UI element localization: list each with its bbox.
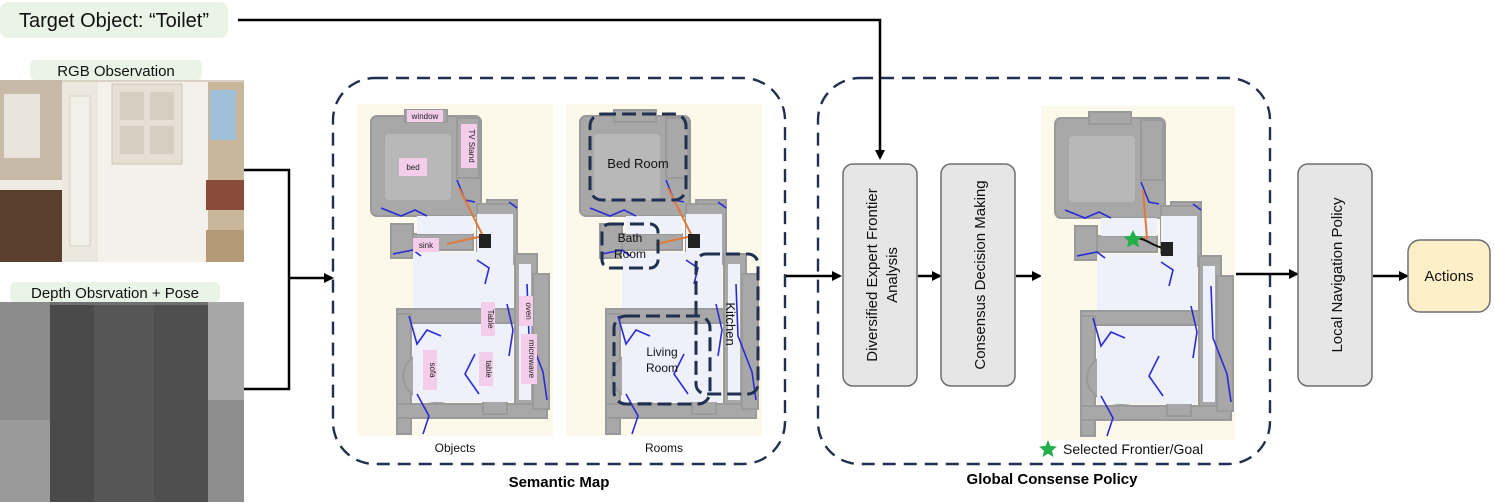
local-navigation-policy-label: Local Navigation Policy	[1329, 197, 1346, 353]
object-label-window: window	[411, 112, 439, 121]
global-policy-title: Global Consense Policy	[967, 471, 1139, 488]
room-label-bath: Bath	[618, 231, 643, 245]
rooms-caption: Rooms	[645, 441, 683, 455]
rgb-observation-image	[0, 80, 244, 262]
depth-observation-label: Depth Obsrvation + Pose	[31, 285, 199, 302]
frontier-analysis-line1: Diversified Expert Frontier	[864, 188, 881, 361]
rooms-map: Bed Room Bath Room Kitchen Living Room	[566, 104, 762, 436]
object-label-bed: bed	[406, 163, 419, 172]
target-object-label: Target Object: “Toilet”	[19, 10, 209, 32]
room-label-bedroom: Bed Room	[607, 156, 668, 171]
input-connector	[244, 168, 334, 391]
rgb-observation-label: RGB Observation	[57, 63, 175, 80]
actions-box	[1407, 239, 1491, 313]
consensus-label: Consensus Decision Making	[972, 180, 989, 369]
local-navigation-policy-box	[1297, 163, 1373, 387]
room-label-living-room: Room	[646, 361, 678, 375]
object-label-sink: sink	[419, 241, 434, 250]
global-policy-container	[816, 76, 1272, 466]
object-label-oven: oven	[524, 302, 533, 319]
object-label-table: Table	[486, 309, 495, 329]
room-outline-livingroom	[612, 314, 712, 406]
actions-label: Actions	[1424, 268, 1473, 285]
depth-label-bg	[10, 282, 220, 302]
room-outline-kitchen	[694, 252, 760, 396]
room-outline-bathroom	[600, 222, 660, 270]
depth-observation-image	[0, 302, 244, 502]
room-label-kitchen: Kitchen	[723, 302, 738, 345]
object-label-table-2: table	[484, 360, 493, 378]
room-label-bath-room: Room	[614, 247, 646, 261]
room-label-living: Living	[646, 345, 677, 359]
consensus-box	[940, 163, 1016, 387]
semantic-map-container	[331, 76, 787, 466]
objects-map: window TV Stand bed sink Table oven micr…	[357, 104, 553, 436]
objects-caption: Objects	[435, 441, 476, 455]
frontier-analysis-box	[842, 163, 918, 387]
policy-map	[1041, 106, 1235, 440]
target-arrow	[238, 18, 885, 160]
legend-star-icon	[1039, 440, 1057, 457]
object-tags: window TV Stand bed sink Table oven micr…	[399, 110, 537, 390]
frontier-analysis-line2: Analysis	[884, 247, 901, 303]
target-label-bg	[0, 2, 228, 38]
semantic-map-title: Semantic Map	[509, 474, 610, 491]
legend-label: Selected Frontier/Goal	[1063, 441, 1203, 457]
room-outline-bedroom	[588, 112, 688, 202]
object-label-microwave: microwave	[527, 340, 536, 379]
object-label-tv-stand: TV Stand	[467, 129, 476, 162]
selected-frontier-star	[1123, 230, 1143, 248]
object-label-sofa: sofa	[428, 362, 437, 378]
rgb-label-bg	[30, 60, 202, 80]
